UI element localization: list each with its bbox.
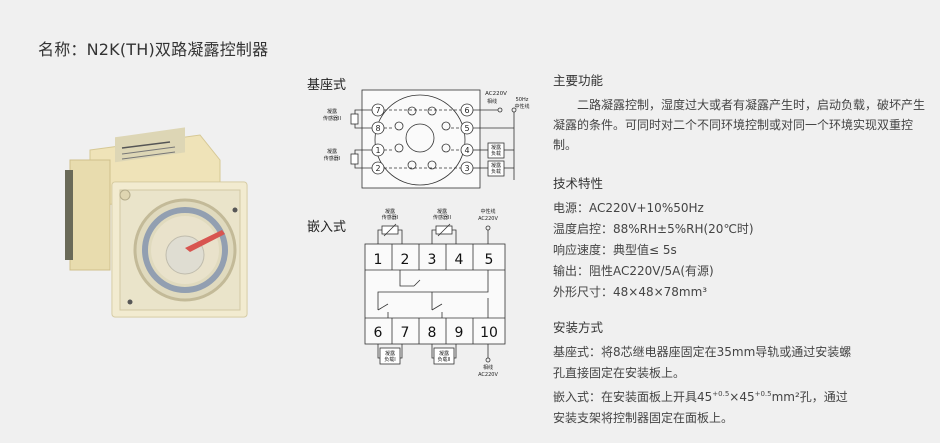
svg-text:AC220V: AC220V	[478, 372, 498, 378]
svg-text:50Hz: 50Hz	[516, 97, 529, 103]
svg-text:10: 10	[480, 325, 498, 341]
svg-text:凝露: 凝露	[385, 208, 395, 215]
svg-text:负载I: 负载I	[384, 356, 395, 363]
svg-text:传感器I: 传感器I	[382, 214, 398, 221]
svg-text:1: 1	[374, 252, 383, 268]
svg-text:AC220V: AC220V	[485, 91, 507, 97]
svg-text:传感器II: 传感器II	[323, 115, 341, 122]
svg-text:2: 2	[375, 164, 380, 173]
install-embed-text: 嵌入式：在安装面板上开具45+0.5×45+0.5mm²孔，通过安装支架将控制器…	[553, 390, 848, 425]
base-type-label: 基座式	[307, 78, 347, 93]
svg-text:3: 3	[428, 252, 437, 268]
tech-specs-section: 技术特性 电源：AC220V+10%50Hz 温度启控：88%RH±5%RH(2…	[553, 173, 933, 303]
svg-text:凝露: 凝露	[385, 350, 395, 357]
info-panel: 主要功能 二路凝露控制，湿度过大或者有凝露产生时，启动负载，破坏产生凝露的条件。…	[553, 70, 933, 443]
svg-text:相线: 相线	[487, 98, 497, 105]
svg-text:凝露: 凝露	[327, 108, 337, 115]
svg-text:传感器I: 传感器I	[324, 155, 340, 162]
svg-text:5: 5	[485, 252, 494, 268]
svg-text:5: 5	[464, 124, 469, 133]
svg-text:中性线: 中性线	[480, 208, 495, 215]
svg-text:AC220V: AC220V	[478, 216, 498, 222]
svg-text:9: 9	[455, 325, 464, 341]
svg-text:7: 7	[375, 106, 380, 115]
svg-text:6: 6	[374, 325, 383, 341]
installation-heading: 安装方式	[553, 320, 604, 335]
svg-text:4: 4	[455, 252, 464, 268]
svg-text:凝露: 凝露	[327, 148, 337, 155]
svg-text:相线: 相线	[483, 364, 493, 371]
svg-text:中性线: 中性线	[514, 103, 529, 110]
installation-section: 安装方式 基座式：将8芯继电器座固定在35mm导轨或通过安装螺孔直接固定在安装板…	[553, 317, 933, 429]
main-function-heading: 主要功能	[553, 73, 604, 88]
spec-response-speed: 响应速度：典型值≤ 5s	[553, 243, 677, 257]
svg-text:1: 1	[375, 146, 380, 155]
tech-specs-heading: 技术特性	[553, 176, 604, 191]
base-type-wiring-diagram: 7 8 1 2 6 5 4 3 凝露传感器II 凝露传感器I	[310, 88, 535, 202]
svg-text:凝露: 凝露	[491, 162, 501, 169]
svg-text:凝露: 凝露	[439, 350, 449, 357]
embedded-type-label: 嵌入式	[307, 220, 347, 235]
main-function-section: 主要功能 二路凝露控制，湿度过大或者有凝露产生时，启动负载，破坏产生凝露的条件。…	[553, 70, 933, 155]
svg-text:传感器II: 传感器II	[433, 214, 451, 221]
svg-text:6: 6	[464, 106, 469, 115]
svg-text:7: 7	[401, 325, 410, 341]
page-title: 名称：N2K(TH)双路凝露控制器	[38, 40, 269, 59]
svg-text:4: 4	[464, 146, 469, 155]
main-function-text: 二路凝露控制，湿度过大或者有凝露产生时，启动负载，破坏产生凝露的条件。可同时对二…	[553, 98, 926, 152]
svg-text:2: 2	[401, 252, 410, 268]
spec-dimensions: 外形尺寸：48×48×78mm³	[553, 285, 708, 299]
spec-humidity-trigger: 温度启控：88%RH±5%RH(20℃时)	[553, 222, 754, 236]
svg-text:负载: 负载	[491, 150, 501, 157]
product-image	[60, 120, 260, 320]
svg-text:负载: 负载	[491, 168, 501, 175]
svg-text:凝露: 凝露	[491, 144, 501, 151]
svg-text:8: 8	[428, 325, 437, 341]
svg-text:凝露: 凝露	[437, 208, 447, 215]
svg-text:8: 8	[375, 124, 380, 133]
svg-text:负载II: 负载II	[438, 356, 451, 363]
svg-text:3: 3	[464, 164, 469, 173]
install-base-text: 基座式：将8芯继电器座固定在35mm导轨或通过安装螺孔直接固定在安装板上。	[553, 345, 852, 380]
spec-power: 电源：AC220V+10%50Hz	[553, 201, 704, 215]
spec-output: 输出：阻性AC220V/5A(有源)	[553, 264, 714, 278]
